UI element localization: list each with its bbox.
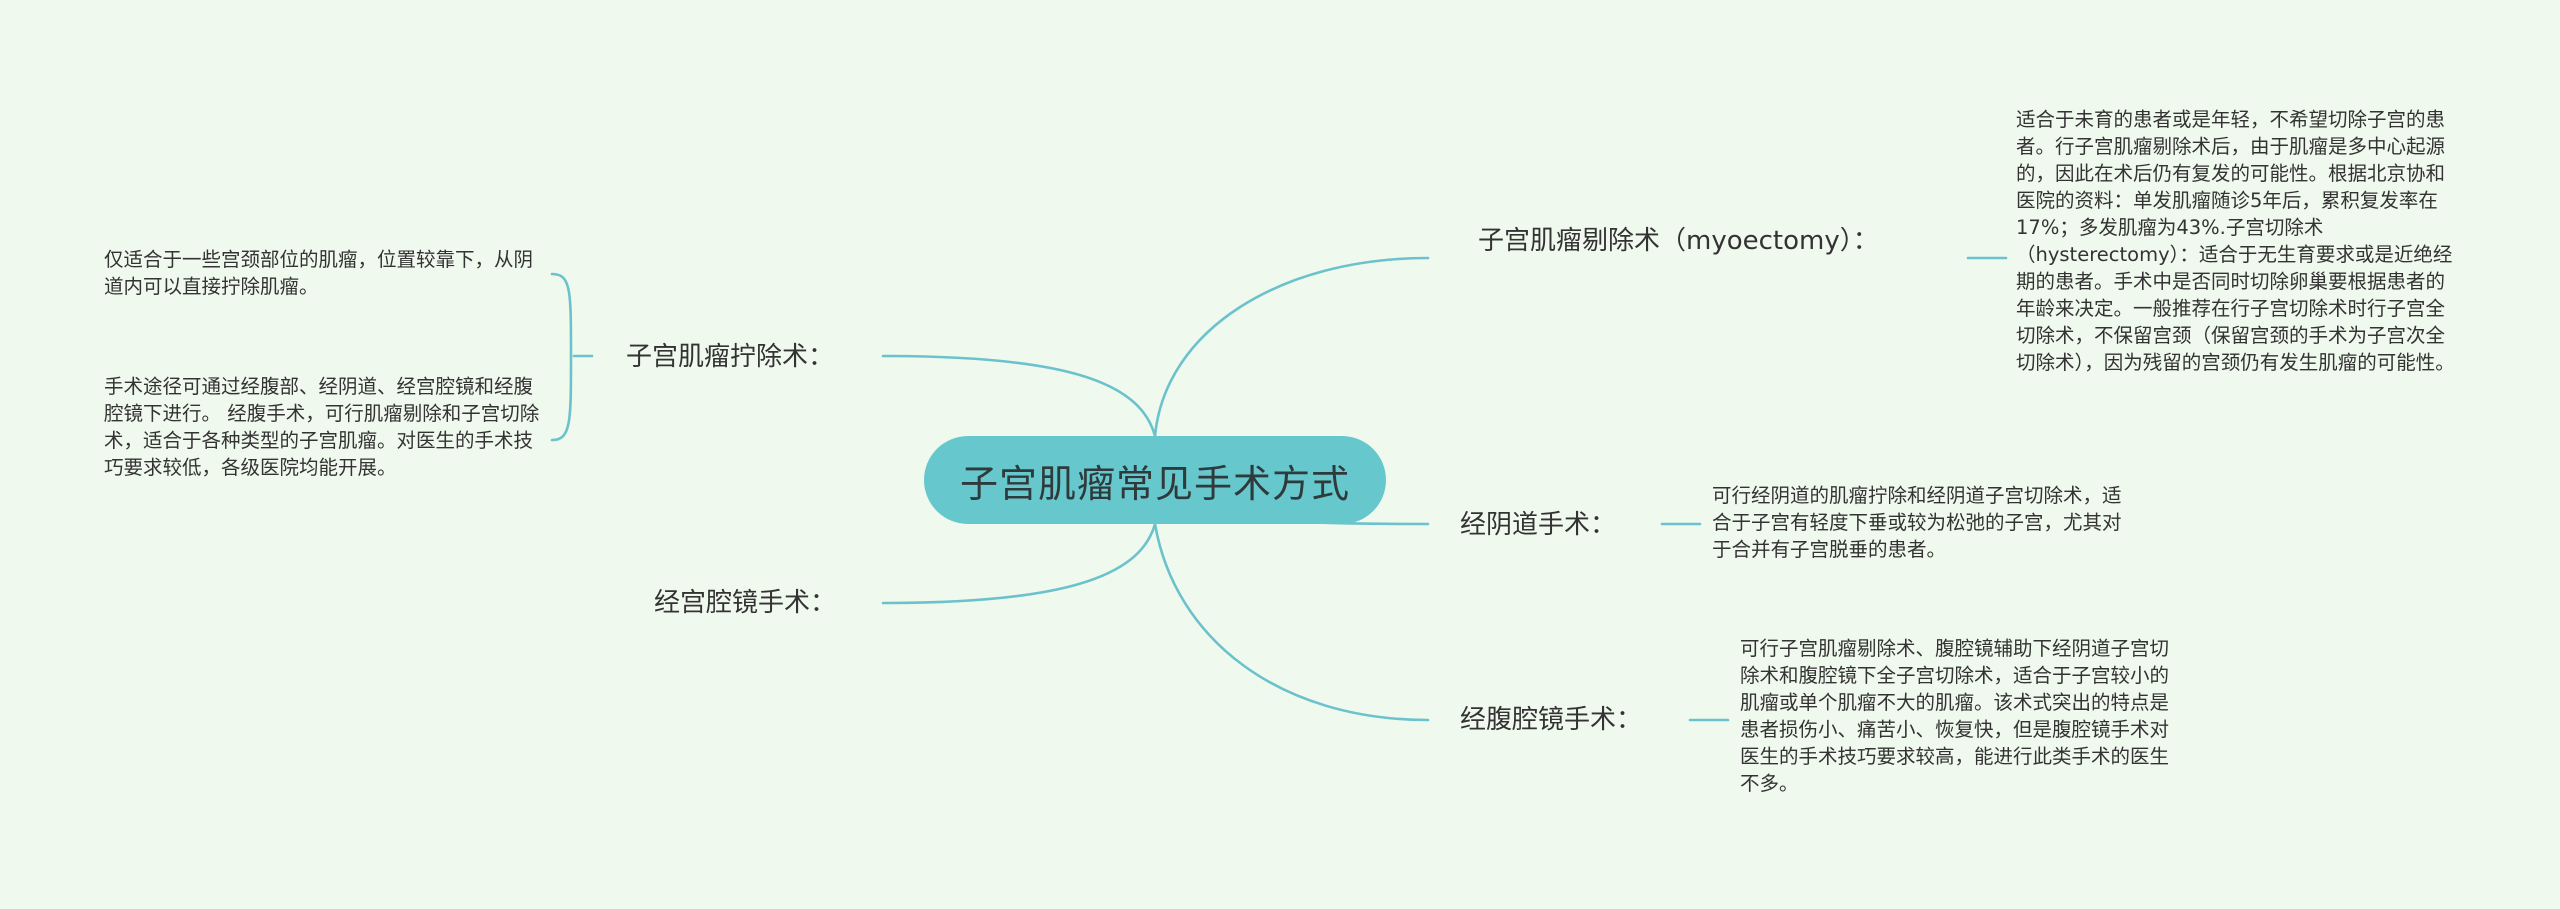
connector-hysteroscopic bbox=[881, 522, 1157, 605]
connector-myomectomy bbox=[1153, 256, 1430, 438]
leaf-twisting-detail-1: 仅适合于一些宫颈部位的肌瘤，位置较靠下，从阴道内可以直接拧除肌瘤。 bbox=[104, 248, 534, 298]
leaf-myomectomy-detail: 适合于未育的患者或是年轻，不希望切除子宫的患者。行子宫肌瘤剔除术后，由于肌瘤是多… bbox=[2016, 108, 2455, 374]
branch-vaginal[interactable]: 经阴道手术： bbox=[1460, 510, 1617, 540]
central-topic[interactable]: 子宫肌瘤常见手术方式 bbox=[924, 436, 1386, 524]
connector-twisting bbox=[881, 354, 1157, 438]
leaf-vaginal-detail: 可行经阴道的肌瘤拧除和经阴道子宫切除术，适合于子宫有轻度下垂或较为松弛的子宫，尤… bbox=[1712, 484, 2122, 561]
branch-hysteroscopic[interactable]: 经宫腔镜手术： bbox=[654, 588, 837, 618]
connector-laparoscopic bbox=[1153, 522, 1430, 722]
branch-myomectomy[interactable]: 子宫肌瘤剔除术（myoectomy）： bbox=[1478, 226, 1879, 256]
branch-twisting[interactable]: 子宫肌瘤拧除术： bbox=[626, 342, 835, 372]
leaf-connector-twisting bbox=[550, 272, 594, 442]
branch-laparoscopic[interactable]: 经腹腔镜手术： bbox=[1460, 705, 1643, 735]
leaf-laparoscopic-detail: 可行子宫肌瘤剔除术、腹腔镜辅助下经阴道子宫切除术和腹腔镜下全子宫切除术，适合于子… bbox=[1740, 637, 2170, 795]
leaf-twisting-detail-2: 手术途径可通过经腹部、经阴道、经宫腔镜和经腹腔镜下进行。 经腹手术，可行肌瘤剔除… bbox=[104, 375, 540, 479]
